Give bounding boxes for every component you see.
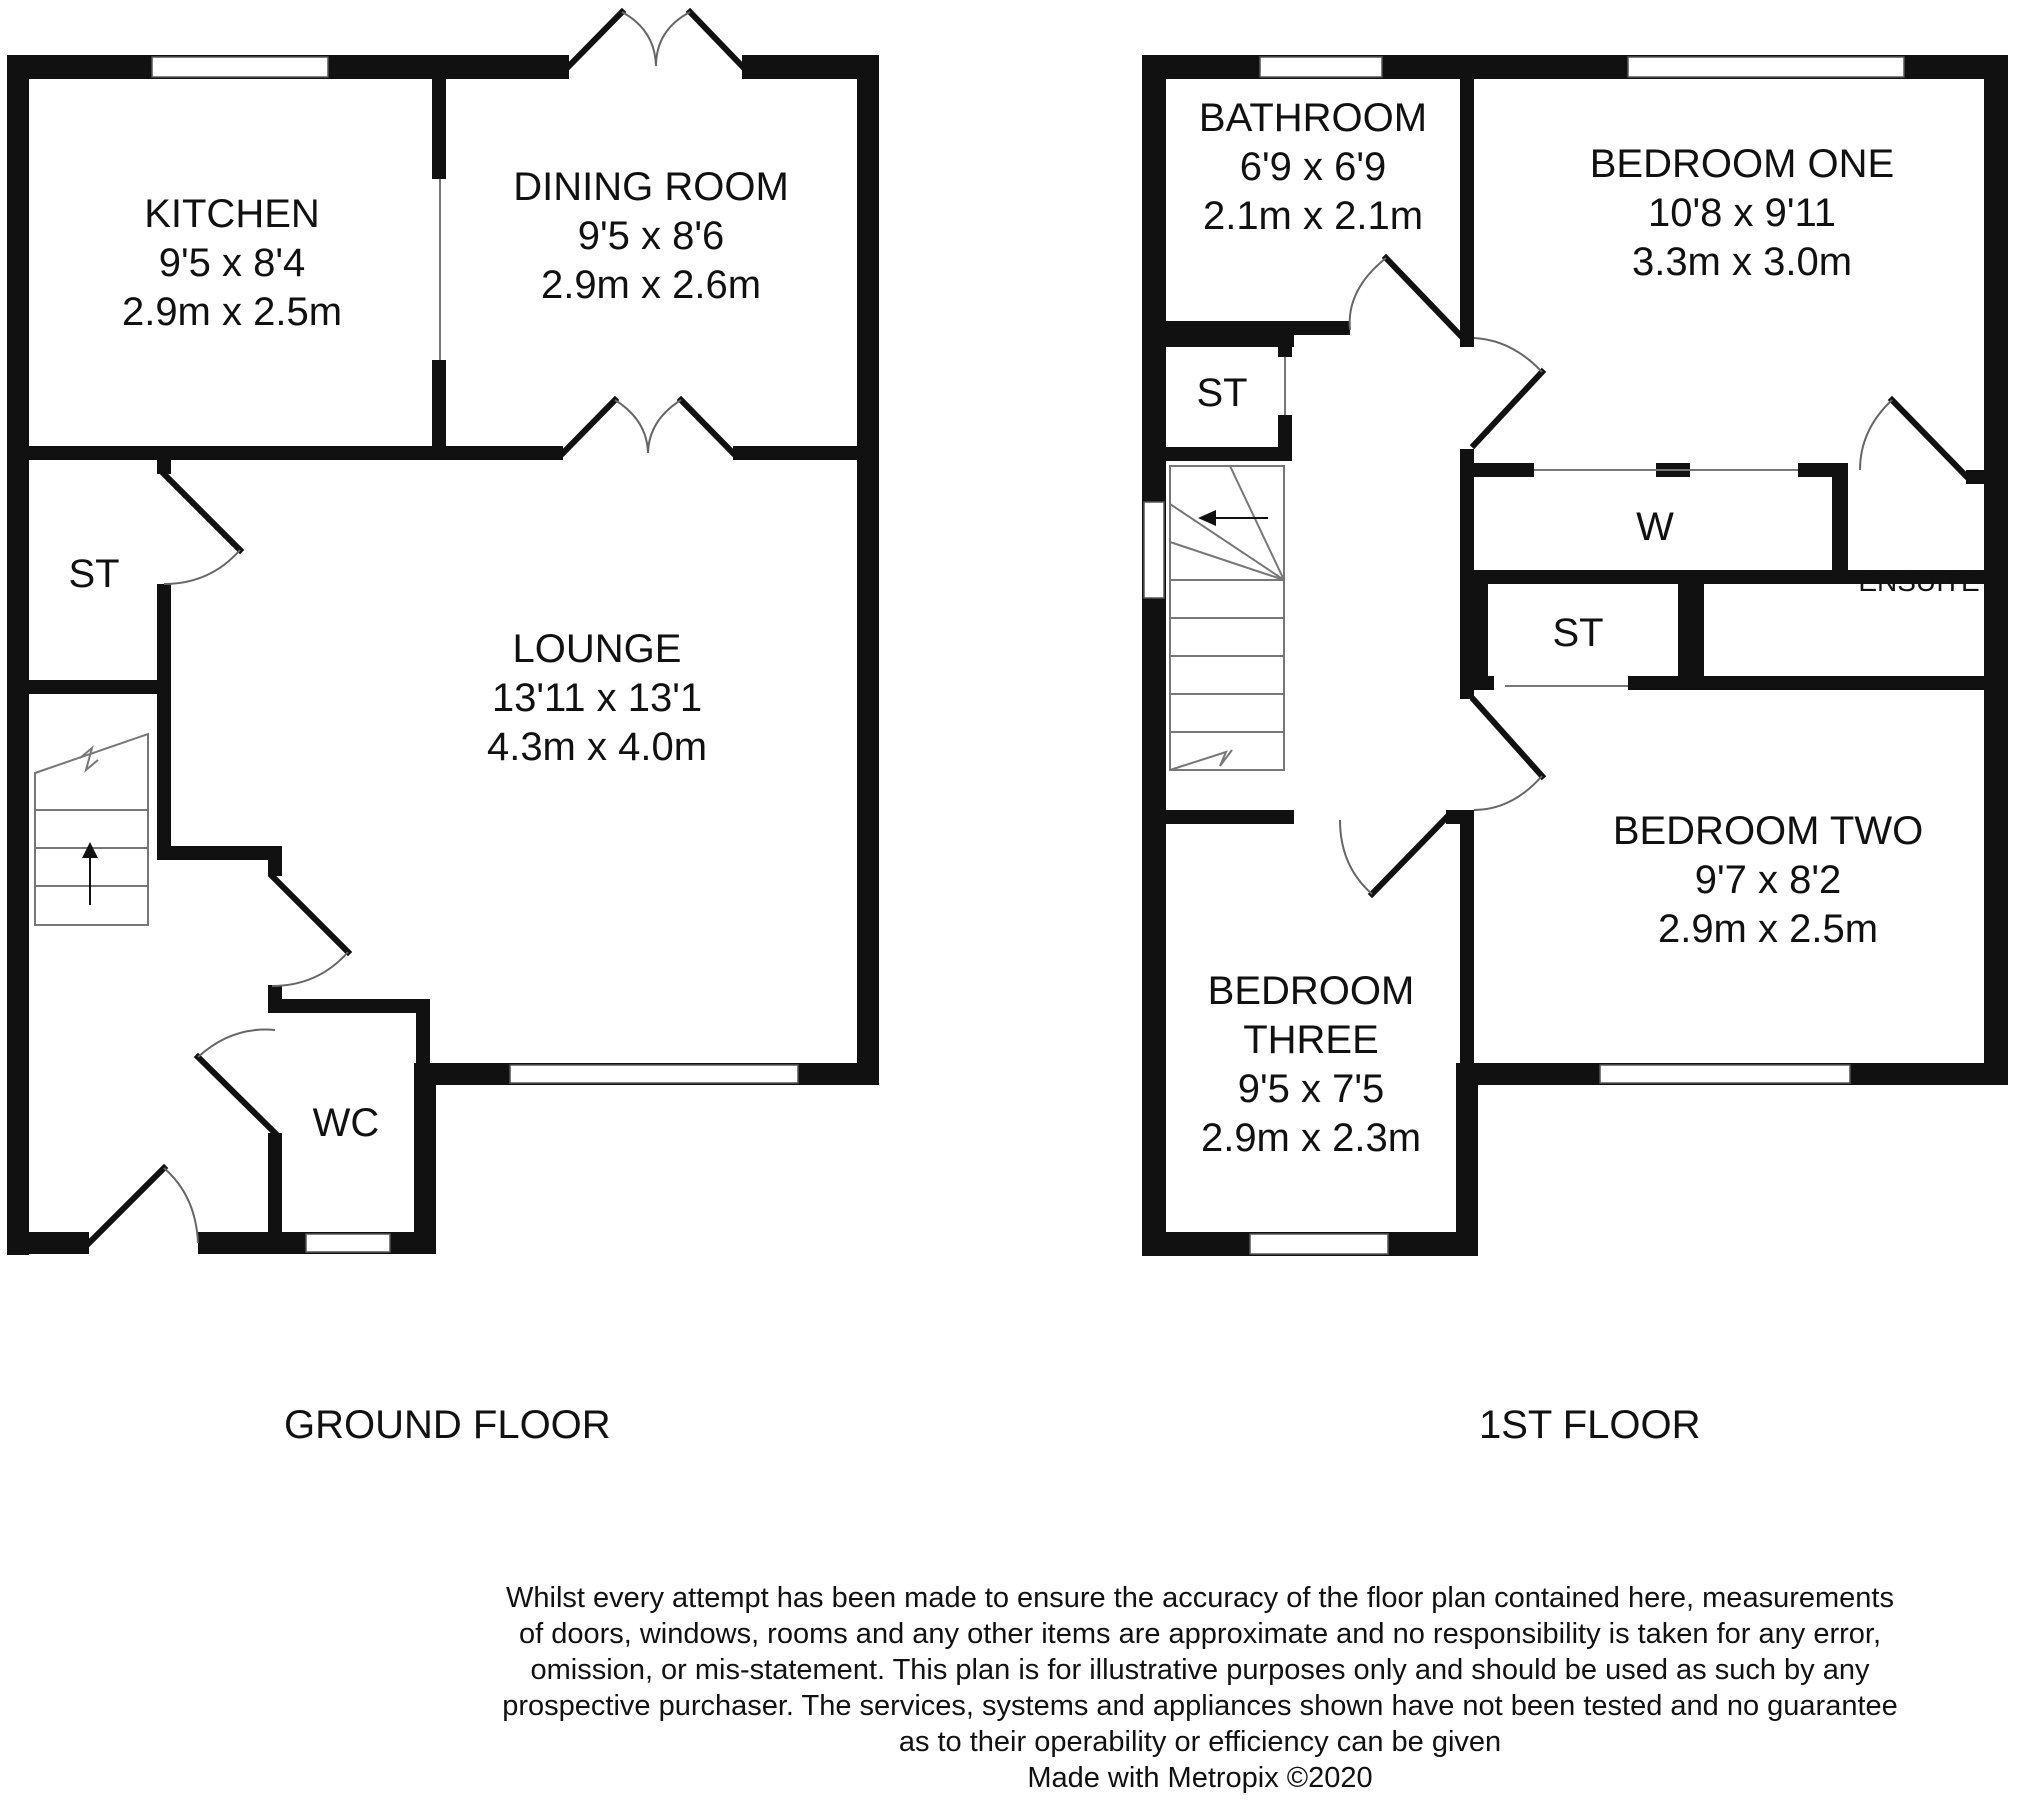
disclaimer-line: omission, or mis-statement. This plan is…	[530, 1654, 1870, 1686]
ground-floor-stairs	[34, 732, 149, 926]
bathroom-metric: 2.1m x 2.1m	[1203, 194, 1423, 238]
lounge-name: LOUNGE	[513, 627, 682, 671]
credit-line: Made with Metropix ©2020	[1027, 1762, 1373, 1794]
disclaimer-line: Whilst every attempt has been made to en…	[506, 1582, 1894, 1614]
bathroom-imperial: 6'9 x 6'9	[1240, 145, 1386, 189]
bedroom-three-label: BEDROOM THREE 9'5 x 7'5 2.9m x 2.3m	[1201, 969, 1421, 1160]
dining-name: DINING ROOM	[513, 165, 789, 209]
lounge-imperial: 13'11 x 13'1	[492, 676, 702, 720]
first-floor-title: 1ST FLOOR	[1479, 1403, 1701, 1447]
wardrobe-label: W	[1636, 505, 1674, 549]
ground-floor-plan	[7, 7, 879, 1255]
mid-store-label: ST	[1552, 611, 1603, 655]
bedroom-one-metric: 3.3m x 3.0m	[1632, 240, 1852, 284]
ground-store-label: ST	[68, 552, 119, 596]
bedroom-one-label: BEDROOM ONE 10'8 x 9'11 3.3m x 3.0m	[1590, 142, 1894, 284]
ensuite-label: ENSUITE	[1858, 566, 1979, 597]
bedroom-three-name-line1: BEDROOM	[1208, 969, 1415, 1013]
dining-imperial: 9'5 x 8'6	[578, 214, 724, 258]
kitchen-label: KITCHEN 9'5 x 8'4 2.9m x 2.5m	[122, 192, 342, 334]
landing-store-label: ST	[1196, 371, 1247, 415]
bedroom-one-name: BEDROOM ONE	[1590, 142, 1894, 186]
kitchen-name: KITCHEN	[144, 192, 320, 236]
bedroom-one-imperial: 10'8 x 9'11	[1648, 191, 1836, 235]
disclaimer-line: as to their operability or efficiency ca…	[898, 1726, 1502, 1758]
bedroom-two-name: BEDROOM TWO	[1613, 809, 1923, 853]
kitchen-metric: 2.9m x 2.5m	[122, 290, 342, 334]
ground-floor-title: GROUND FLOOR	[284, 1403, 611, 1447]
disclaimer: Whilst every attempt has been made to en…	[430, 1580, 1970, 1796]
bedroom-three-imperial: 9'5 x 7'5	[1238, 1067, 1384, 1111]
first-floor-stairs	[1169, 465, 1285, 771]
bedroom-three-name-line2: THREE	[1243, 1018, 1379, 1062]
bedroom-two-label: BEDROOM TWO 9'7 x 8'2 2.9m x 2.5m	[1613, 809, 1923, 951]
bedroom-two-imperial: 9'7 x 8'2	[1695, 858, 1841, 902]
wc-label: WC	[313, 1101, 380, 1145]
lounge-metric: 4.3m x 4.0m	[487, 725, 707, 769]
kitchen-imperial: 9'5 x 8'4	[159, 241, 305, 285]
dining-room-label: DINING ROOM 9'5 x 8'6 2.9m x 2.6m	[513, 165, 789, 307]
bathroom-name: BATHROOM	[1199, 96, 1427, 140]
first-floor-plan	[1142, 55, 2008, 1256]
disclaimer-line: of doors, windows, rooms and any other i…	[518, 1618, 1882, 1650]
dining-metric: 2.9m x 2.6m	[541, 263, 761, 307]
bedroom-three-metric: 2.9m x 2.3m	[1201, 1116, 1421, 1160]
disclaimer-line: prospective purchaser. The services, sys…	[502, 1690, 1898, 1722]
bedroom-two-metric: 2.9m x 2.5m	[1658, 907, 1878, 951]
bathroom-label: BATHROOM 6'9 x 6'9 2.1m x 2.1m	[1199, 96, 1427, 238]
lounge-label: LOUNGE 13'11 x 13'1 4.3m x 4.0m	[487, 627, 707, 769]
